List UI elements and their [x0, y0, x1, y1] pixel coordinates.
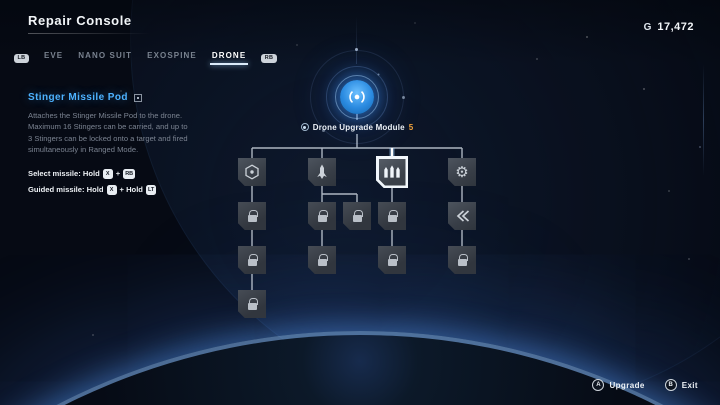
prev-tab-bumper-icon[interactable]: LB: [14, 53, 29, 63]
rocket-icon: [317, 164, 327, 179]
locked-upgrade-node[interactable]: [343, 202, 371, 230]
next-tab-bumper-icon[interactable]: RB: [261, 53, 277, 63]
hud-decoration-line: [703, 64, 704, 176]
orbit-ring: [310, 50, 404, 144]
footer-actions: A Upgrade B Exit: [592, 379, 698, 391]
drone-icon: [349, 90, 365, 104]
tab-exospine[interactable]: EXOSPINE: [147, 51, 197, 60]
hexagon-shield-icon: [245, 164, 259, 180]
module-icon: [300, 123, 309, 131]
stinger-pod-node-core: [378, 158, 406, 186]
tab-drone[interactable]: DRONE: [209, 51, 249, 65]
hint-select-missile: Select missile: Hold X + RB: [28, 168, 188, 179]
lock-icon: [247, 254, 258, 266]
item-info-panel: Stinger Missile Pod Attaches the Stinger…: [28, 92, 188, 201]
lock-icon: [247, 298, 258, 310]
gamepad-b-icon: B: [664, 379, 677, 391]
locked-upgrade-node[interactable]: [448, 246, 476, 274]
currency-display: G 17,472: [644, 21, 694, 33]
upgrade-node-dash[interactable]: [448, 202, 476, 230]
lock-icon: [457, 254, 468, 266]
locked-upgrade-node[interactable]: [238, 290, 266, 318]
control-hints: Select missile: Hold X + RB Guided missi…: [28, 168, 188, 195]
hint-joiner: + Hold: [119, 185, 143, 195]
locked-upgrade-node[interactable]: [308, 202, 336, 230]
tab-nano-suit[interactable]: NANO SUIT: [78, 51, 133, 60]
upgrade-node-gear[interactable]: ⚙: [448, 158, 476, 186]
dash-arrows-icon: [456, 210, 469, 222]
gamepad-x-icon: X: [106, 184, 117, 195]
locked-upgrade-node[interactable]: [378, 202, 406, 230]
missile-pod-icon: [384, 165, 400, 178]
locked-upgrade-node[interactable]: [378, 246, 406, 274]
exit-button[interactable]: B Exit: [664, 379, 698, 391]
module-count: 5: [408, 122, 414, 132]
hint-text: Guided missile: Hold: [28, 185, 104, 195]
hint-joiner: +: [115, 169, 121, 179]
currency-amount: 17,472: [657, 21, 694, 33]
lock-icon: [387, 254, 398, 266]
title-underline: [28, 33, 150, 34]
item-title: Stinger Missile Pod: [28, 92, 128, 103]
gamepad-a-icon: A: [592, 379, 605, 391]
item-title-row: Stinger Missile Pod: [28, 92, 188, 103]
item-description: Attaches the Stinger Missile Pod to the …: [28, 111, 188, 155]
exit-label: Exit: [681, 380, 698, 390]
gamepad-rb-icon: RB: [123, 168, 136, 179]
module-slot-icon: [133, 93, 142, 102]
locked-upgrade-node[interactable]: [238, 246, 266, 274]
locked-upgrade-node[interactable]: [308, 246, 336, 274]
page-title: Repair Console: [28, 13, 132, 28]
module-label-text: Drone Upgrade Module: [312, 122, 405, 132]
category-tab-bar: LB EVE NANO SUIT EXOSPINE DRONE RB: [14, 51, 277, 65]
upgrade-button[interactable]: A Upgrade: [592, 379, 644, 391]
lock-icon: [352, 210, 363, 222]
upgrade-node-defense[interactable]: [238, 158, 266, 186]
upgrade-node-stinger-pod-selected[interactable]: [376, 156, 408, 188]
lock-icon: [387, 210, 398, 222]
drone-core-node[interactable]: [335, 75, 379, 119]
gamepad-x-icon: X: [102, 168, 113, 179]
hint-text: Select missile: Hold: [28, 169, 100, 179]
currency-icon: G: [643, 21, 652, 33]
upgrade-node-missile[interactable]: [308, 158, 336, 186]
upgrade-label: Upgrade: [609, 380, 645, 390]
tab-eve[interactable]: EVE: [43, 51, 64, 60]
gamepad-lt-icon: LT: [145, 184, 157, 195]
drone-module-label: Drone Upgrade Module 5: [267, 121, 447, 133]
lock-icon: [247, 210, 258, 222]
root-trace-line: [356, 16, 357, 64]
lock-icon: [317, 254, 328, 266]
locked-upgrade-node[interactable]: [238, 202, 266, 230]
gear-icon: ⚙: [455, 163, 469, 181]
lock-icon: [317, 210, 328, 222]
orbit-dots: [0, 0, 3, 3]
hint-guided-missile: Guided missile: Hold X + Hold LT: [28, 184, 188, 195]
